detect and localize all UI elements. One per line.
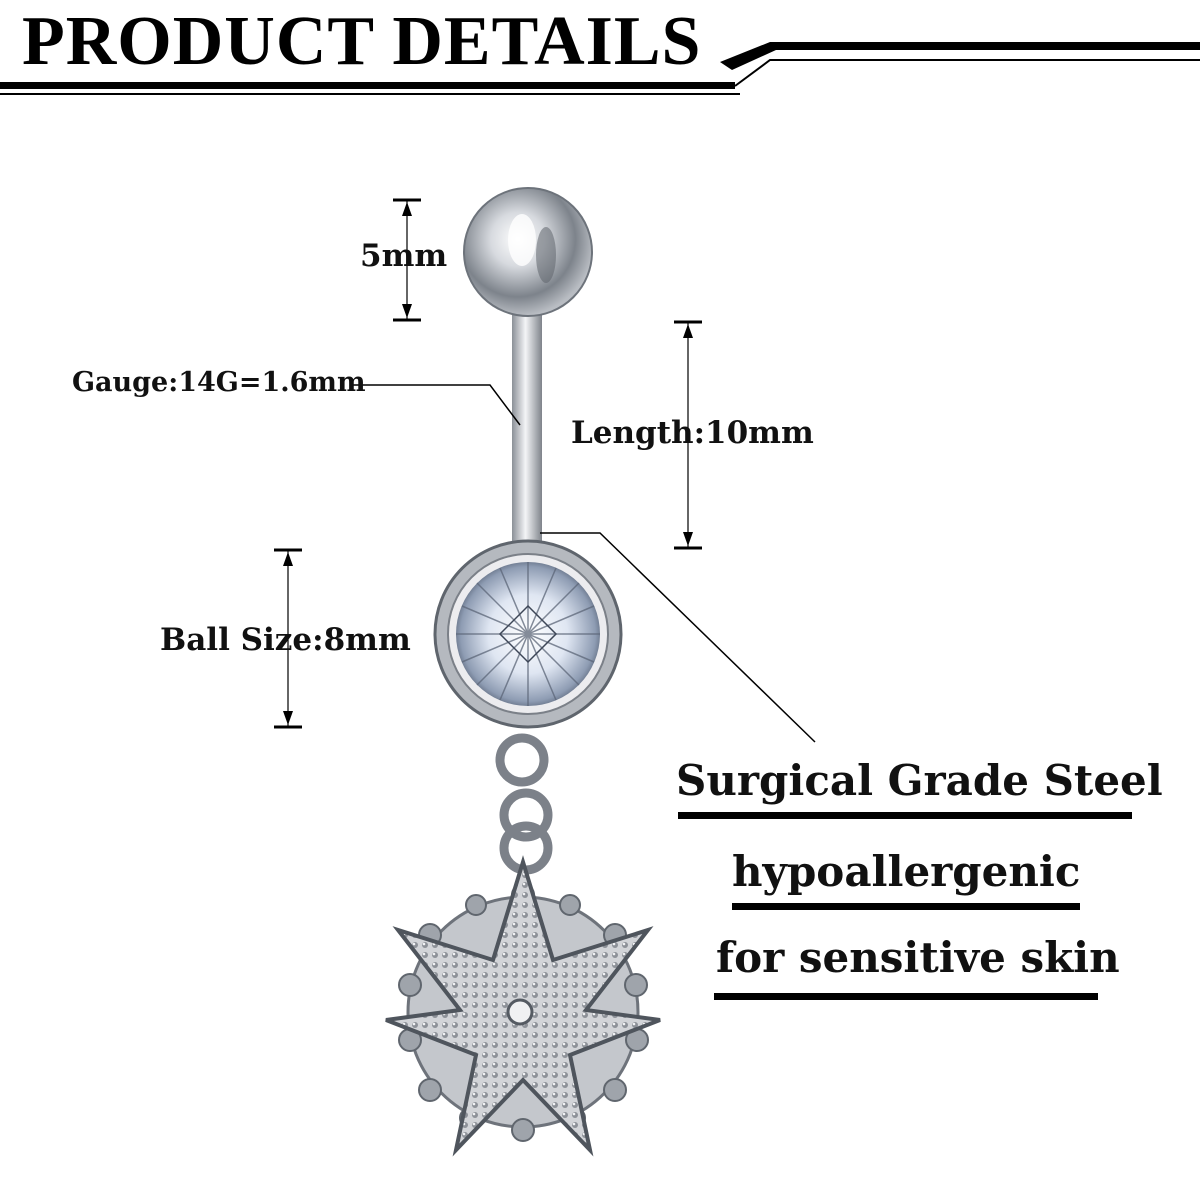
dimension-marks bbox=[274, 198, 816, 743]
feature-underline bbox=[714, 993, 1098, 1000]
header-rule bbox=[0, 42, 1200, 95]
feature-sensitive-skin: for sensitive skin bbox=[716, 933, 1120, 982]
ball-size-label: Ball Size:8mm bbox=[160, 622, 411, 658]
barbell-bar bbox=[512, 300, 542, 560]
star-pendant bbox=[385, 855, 661, 1157]
feature-surgical-steel: Surgical Grade Steel bbox=[676, 756, 1163, 805]
page-title: PRODUCT DETAILS bbox=[22, 3, 702, 80]
gem-bezel bbox=[433, 539, 623, 729]
feature-underline bbox=[732, 903, 1080, 910]
length-label: Length:10mm bbox=[571, 415, 814, 451]
top-ball bbox=[463, 187, 593, 317]
feature-hypoallergenic: hypoallergenic bbox=[732, 847, 1081, 896]
gauge-label: Gauge:14G=1.6mm bbox=[72, 367, 366, 398]
dangle-rings bbox=[495, 733, 553, 875]
top-ball-size-label: 5mm bbox=[360, 238, 448, 274]
feature-underline bbox=[678, 812, 1132, 819]
